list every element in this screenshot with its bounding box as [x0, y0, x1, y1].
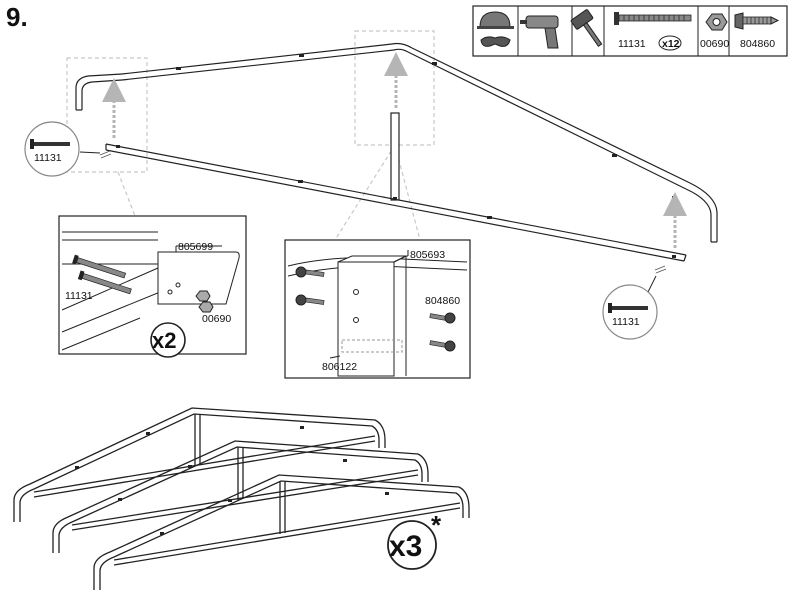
detail-left-bolts-icon — [72, 254, 132, 295]
detail-center-left-screws-icon — [295, 266, 325, 306]
detail-left-plate-code: 805699 — [178, 241, 213, 253]
detail-center-post-code: 806122 — [322, 361, 357, 373]
bolt-icon — [614, 12, 692, 25]
hard-hat-goggles-icon — [477, 11, 514, 47]
bolt-quantity: x12 — [662, 38, 680, 50]
detail-left-bolt-code: 11131 — [65, 290, 93, 302]
bottom-asterisk: * — [431, 510, 442, 540]
bolt-code: 11131 — [618, 38, 646, 50]
detail-left-nuts-icon — [195, 290, 214, 313]
assembled-trusses-stack — [13, 407, 470, 590]
bottom-multiplier: x3 — [389, 530, 422, 563]
callout-left-code: 11131 — [34, 152, 62, 164]
quantity-badge — [658, 35, 682, 51]
assembled-truss-1 — [13, 407, 386, 522]
tools-parts-bar: 11131 x12 00690 804860 — [472, 5, 788, 57]
callout-right-bolt: 11131 — [602, 275, 658, 340]
detail-left-box: 805699 11131 00690 x2 — [58, 215, 247, 358]
callout-left-bolt: 11131 — [24, 121, 101, 177]
detail-left-multiplier-badge — [150, 322, 186, 358]
screw-code: 804860 — [740, 38, 775, 50]
main-truss — [66, 30, 718, 274]
step-number: 9. — [6, 2, 28, 32]
detail-center-screw-code: 804860 — [425, 295, 460, 307]
mallet-icon — [570, 9, 603, 48]
nut-code: 00690 — [700, 38, 729, 50]
screw-icon — [734, 12, 780, 30]
callout-right-code: 11131 — [612, 316, 640, 328]
detail-center-plate-code: 805693 — [410, 249, 445, 261]
nut-icon — [705, 13, 728, 31]
detail-center-box: 805693 804860 806122 — [284, 239, 471, 379]
detail-center-right-screws-icon — [429, 312, 456, 352]
assembled-truss-3 — [93, 474, 470, 590]
detail-left-nut-code: 00690 — [202, 313, 231, 325]
detail-left-multiplier: x2 — [152, 328, 176, 353]
bottom-multiplier-badge: x3 * — [387, 510, 442, 570]
drill-icon — [520, 15, 559, 49]
